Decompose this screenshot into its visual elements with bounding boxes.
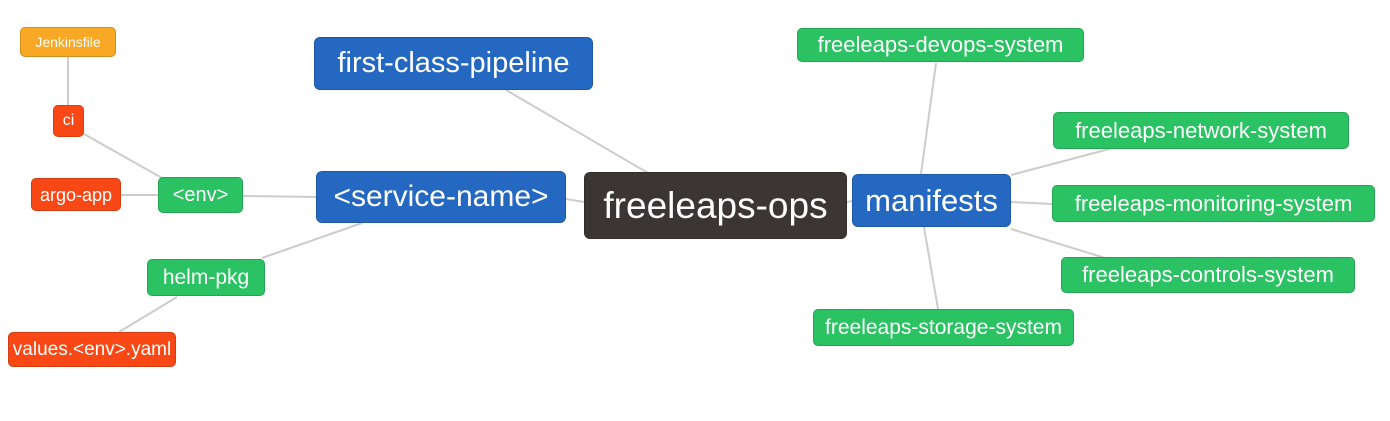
node-helm-pkg[interactable]: helm-pkg — [147, 259, 265, 296]
edge-values-helm-pkg — [118, 296, 178, 333]
node-freeleaps-controls-system[interactable]: freeleaps-controls-system — [1061, 257, 1355, 293]
node-freeleaps-network-system[interactable]: freeleaps-network-system — [1053, 112, 1349, 149]
edge-manifests-devops-system — [920, 62, 937, 175]
edge-first-class-pipeline-freeleaps-ops — [505, 89, 649, 174]
node-service-name[interactable]: <service-name> — [316, 171, 566, 223]
node-freeleaps-ops[interactable]: freeleaps-ops — [584, 172, 847, 239]
node-ci[interactable]: ci — [53, 105, 84, 137]
node-env-label: <env> — [172, 184, 229, 206]
node-jenkinsfile-label: Jenkinsfile — [35, 34, 101, 50]
edge-service-name-freeleaps-ops — [565, 198, 585, 203]
node-freeleaps-storage-system-label: freeleaps-storage-system — [825, 316, 1062, 339]
edge-manifests-network-system — [1010, 147, 1114, 176]
node-argo-app[interactable]: argo-app — [31, 178, 121, 211]
edge-env-service-name — [242, 195, 317, 198]
node-freeleaps-storage-system[interactable]: freeleaps-storage-system — [813, 309, 1074, 346]
node-manifests[interactable]: manifests — [852, 174, 1011, 227]
node-first-class-pipeline-label: first-class-pipeline — [337, 47, 570, 79]
node-freeleaps-monitoring-system[interactable]: freeleaps-monitoring-system — [1052, 185, 1375, 222]
edge-freeleaps-ops-manifests — [846, 200, 853, 203]
node-service-name-label: <service-name> — [333, 180, 549, 213]
node-values-env-yaml[interactable]: values.<env>.yaml — [8, 332, 176, 367]
node-first-class-pipeline[interactable]: first-class-pipeline — [314, 37, 593, 90]
node-freeleaps-controls-system-label: freeleaps-controls-system — [1082, 262, 1334, 287]
node-argo-app-label: argo-app — [39, 184, 113, 205]
edge-manifests-monitoring-system — [1010, 201, 1053, 205]
edge-manifests-controls-system — [1010, 228, 1106, 259]
node-freeleaps-devops-system[interactable]: freeleaps-devops-system — [797, 28, 1084, 62]
node-freeleaps-monitoring-system-label: freeleaps-monitoring-system — [1074, 190, 1353, 216]
edge-helm-pkg-service-name — [261, 222, 363, 259]
node-jenkinsfile[interactable]: Jenkinsfile — [20, 27, 116, 57]
edge-ci-env — [83, 133, 163, 179]
node-freeleaps-ops-label: freeleaps-ops — [603, 185, 828, 226]
node-env[interactable]: <env> — [158, 177, 243, 213]
edge-manifests-storage-system — [923, 226, 939, 310]
node-helm-pkg-label: helm-pkg — [162, 266, 250, 289]
node-values-env-yaml-label: values.<env>.yaml — [12, 339, 172, 360]
node-ci-label: ci — [62, 112, 75, 129]
node-manifests-label: manifests — [865, 183, 998, 218]
node-freeleaps-network-system-label: freeleaps-network-system — [1075, 117, 1327, 143]
node-freeleaps-devops-system-label: freeleaps-devops-system — [817, 32, 1064, 57]
